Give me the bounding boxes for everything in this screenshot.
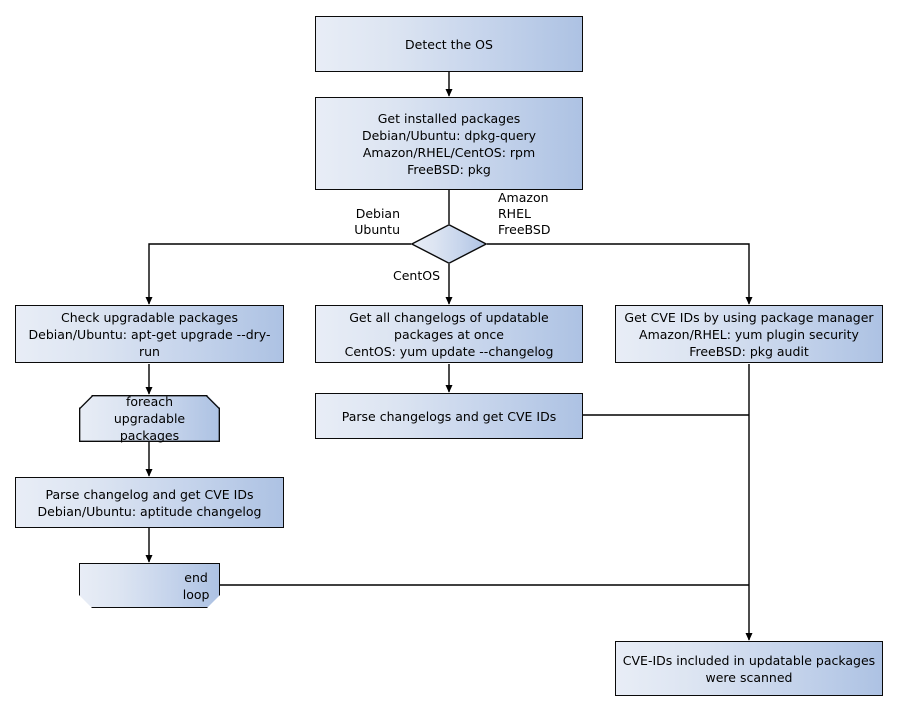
node-parse-changelog-and-get-cve-ids[interactable]: Parse changelog and get CVE IDs Debian/U… (15, 477, 284, 528)
node-label: CVE-IDs included in updatable packages w… (622, 652, 876, 685)
node-label: foreach upgradable packages (113, 394, 186, 443)
node-check-upgradable-packages[interactable]: Check upgradable packages Debian/Ubuntu:… (15, 305, 284, 363)
edge-label-debian-ubuntu: Debian Ubuntu (354, 206, 400, 237)
decision-diamond-icon (411, 224, 487, 264)
node-get-cve-ids-by-package-manager[interactable]: Get CVE IDs by using package manager Ama… (615, 305, 883, 363)
edge-label-centos: CentOS (392, 268, 440, 283)
node-label: end loop (182, 569, 210, 602)
node-label: Get CVE IDs by using package manager Ama… (624, 309, 874, 359)
node-label: Parse changelogs and get CVE IDs (341, 408, 557, 424)
edge-decision-to-get-cve-ids (487, 243, 753, 305)
node-get-installed-packages[interactable]: Get installed packages Debian/Ubuntu: dp… (315, 97, 583, 190)
loop-end-shape (79, 563, 220, 608)
node-detect-the-os[interactable]: Detect the OS (315, 16, 583, 72)
node-get-all-changelogs[interactable]: Get all changelogs of updatable packages… (315, 305, 583, 363)
node-parse-changelogs-and-get-cve-ids[interactable]: Parse changelogs and get CVE IDs (315, 393, 583, 439)
edge-decision-to-check-upgradable (145, 243, 411, 305)
node-label: Get installed packages Debian/Ubuntu: dp… (361, 110, 537, 177)
node-label: Detect the OS (405, 36, 493, 52)
node-label: Check upgradable packages Debian/Ubuntu:… (28, 309, 271, 359)
loop-start-shape (79, 395, 220, 442)
node-end-loop[interactable]: end loop (79, 563, 220, 608)
node-label: Parse changelog and get CVE IDs Debian/U… (37, 486, 262, 519)
node-os-decision[interactable] (411, 224, 487, 264)
node-foreach-upgradable-packages[interactable]: foreach upgradable packages (79, 394, 220, 443)
node-label: Get all changelogs of updatable packages… (344, 309, 554, 359)
node-cve-ids-included-scanned[interactable]: CVE-IDs included in updatable packages w… (615, 641, 883, 696)
loop-start-outline (79, 395, 220, 442)
edge-label-amazon-rhel-freebsd: Amazon RHEL FreeBSD (498, 190, 551, 237)
